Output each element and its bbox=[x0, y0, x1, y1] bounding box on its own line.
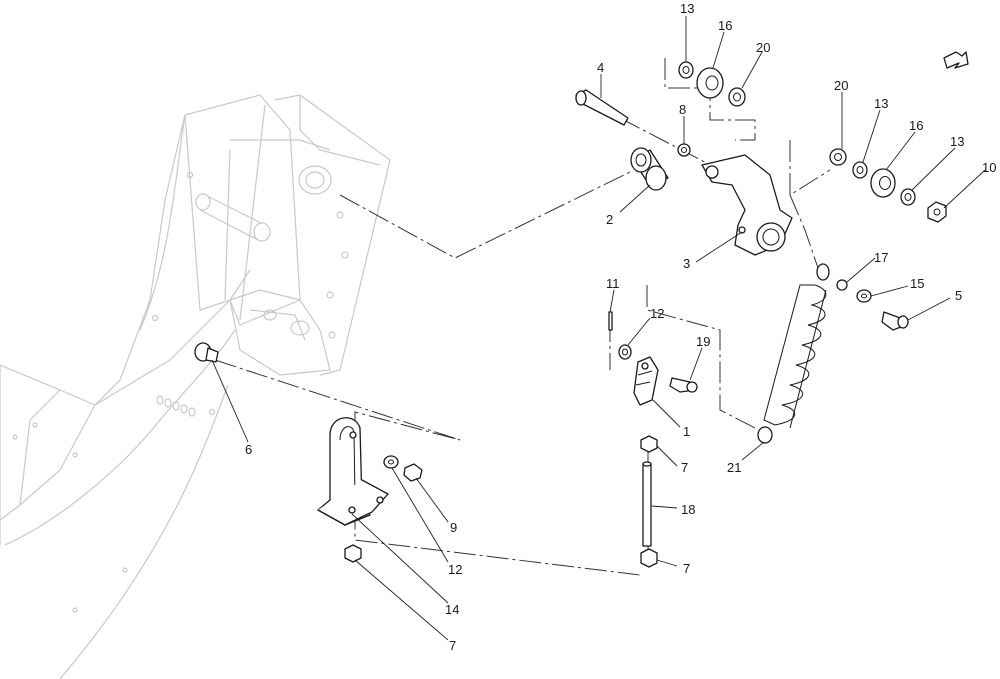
bolt-part-6 bbox=[194, 342, 219, 363]
callout-6: 6 bbox=[245, 442, 252, 457]
nut-part-8 bbox=[677, 143, 691, 157]
leader-lines bbox=[211, 16, 986, 641]
callout-3: 3 bbox=[683, 256, 690, 271]
washer-part-13-top bbox=[678, 61, 694, 79]
callout-labels: 13 16 20 4 8 20 13 16 13 10 2 3 17 15 5 … bbox=[245, 1, 996, 653]
callout-1: 1 bbox=[683, 424, 690, 439]
callout-5: 5 bbox=[955, 288, 962, 303]
callout-21: 21 bbox=[727, 460, 741, 475]
pin-part-11 bbox=[608, 311, 613, 331]
direction-arrow-icon bbox=[943, 51, 969, 69]
bolt-part-5 bbox=[881, 311, 909, 331]
washer-part-20-top bbox=[728, 87, 746, 107]
callout-4: 4 bbox=[597, 60, 604, 75]
bolt-part-19 bbox=[669, 377, 698, 393]
callout-16-right: 16 bbox=[909, 118, 923, 133]
callout-13-top: 13 bbox=[680, 1, 694, 16]
nut-part-17 bbox=[836, 279, 848, 291]
rod-part-18 bbox=[642, 461, 652, 547]
bearing-part-16-top bbox=[696, 67, 724, 99]
bracket-part-14 bbox=[317, 417, 389, 526]
bolt-part-4 bbox=[575, 89, 629, 126]
callout-10: 10 bbox=[982, 160, 996, 175]
clevis-part-1 bbox=[633, 356, 659, 406]
washer-part-12-lower bbox=[383, 455, 399, 469]
callout-12-upper: 12 bbox=[650, 306, 664, 321]
callout-13-right-a: 13 bbox=[874, 96, 888, 111]
callout-2: 2 bbox=[606, 212, 613, 227]
nut-part-7-upper bbox=[640, 435, 658, 453]
callout-7-upper: 7 bbox=[681, 460, 688, 475]
callout-8: 8 bbox=[679, 102, 686, 117]
callout-13-right-b: 13 bbox=[950, 134, 964, 149]
callout-7-lower: 7 bbox=[683, 561, 690, 576]
callout-15: 15 bbox=[910, 276, 924, 291]
machine-frame-ghost bbox=[0, 94, 391, 679]
nut-part-7-bottom bbox=[344, 544, 362, 563]
callout-20-top: 20 bbox=[756, 40, 770, 55]
nut-part-7-lower bbox=[640, 548, 658, 568]
bushing-part-2 bbox=[630, 147, 669, 191]
callout-19: 19 bbox=[696, 334, 710, 349]
spring-part-21 bbox=[757, 263, 830, 444]
callout-16-top: 16 bbox=[718, 18, 732, 33]
callout-18: 18 bbox=[681, 502, 695, 517]
washer-part-13-right-b bbox=[900, 188, 916, 206]
washer-part-15 bbox=[856, 289, 872, 303]
bearing-part-16-right bbox=[870, 168, 896, 198]
callout-7-bottom: 7 bbox=[449, 638, 456, 653]
callout-9: 9 bbox=[450, 520, 457, 535]
callout-20-right: 20 bbox=[834, 78, 848, 93]
idler-arm-part-3 bbox=[701, 154, 793, 256]
washer-part-12-upper bbox=[618, 344, 632, 360]
callout-14: 14 bbox=[445, 602, 459, 617]
callout-11: 11 bbox=[606, 276, 620, 291]
assembly-center-lines bbox=[214, 58, 831, 576]
washer-part-20-right bbox=[829, 148, 847, 166]
nut-part-9 bbox=[403, 463, 423, 482]
callout-17: 17 bbox=[874, 250, 888, 265]
washer-part-13-right-a bbox=[852, 161, 868, 179]
callout-12-lower: 12 bbox=[448, 562, 462, 577]
nut-part-10 bbox=[927, 201, 947, 223]
